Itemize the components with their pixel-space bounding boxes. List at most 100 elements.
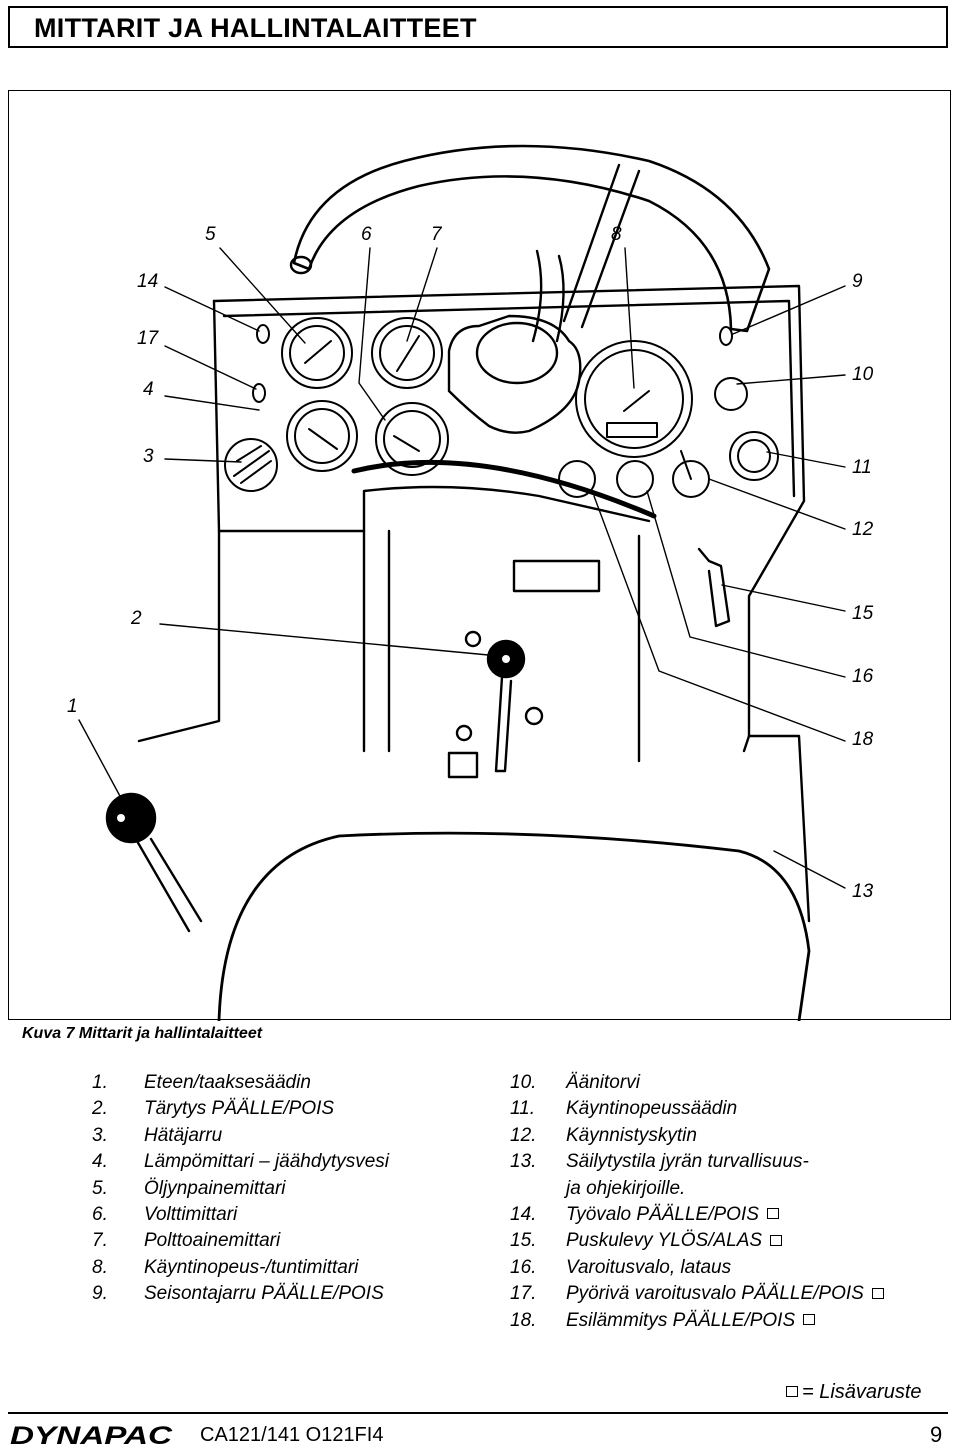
legend-number: 4.	[92, 1151, 108, 1173]
legend-text: Säilytystila jyrän turvallisuus-	[566, 1151, 809, 1173]
callout-1: 1	[67, 696, 78, 717]
legend-label: Käynnistyskytin	[566, 1124, 697, 1146]
legend-text: Puskulevy YLÖS/ALAS	[566, 1230, 783, 1252]
callout-6: 6	[361, 224, 372, 245]
optional-equipment-note: = Lisävaruste	[786, 1381, 922, 1404]
legend-label: Tärytys PÄÄLLE/POIS	[144, 1098, 335, 1120]
callout-3: 3	[143, 446, 154, 467]
model-code: CA121/141 O121FI4	[200, 1424, 384, 1446]
legend-number: 1.	[92, 1072, 108, 1093]
optional-square-icon	[770, 1234, 783, 1246]
legend-label: Hätäjarru	[144, 1124, 223, 1146]
legend-text: Volttimittari	[144, 1204, 237, 1226]
legend-text: Pyörivä varoitusvalo PÄÄLLE/POIS	[566, 1283, 884, 1305]
legend-text: Varoitusvalo, lataus	[566, 1257, 731, 1279]
callout-13: 13	[852, 881, 874, 902]
page-title: MITTARIT JA HALLINTALAITTEET	[34, 13, 477, 43]
legend-label: Polttoainemittari	[144, 1230, 281, 1252]
optional-square-icon	[766, 1208, 779, 1220]
legend-item: 15. Puskulevy YLÖS/ALAS	[510, 1230, 950, 1256]
legend-item: ja ohjekirjoille.	[510, 1178, 950, 1204]
legend-item: 9. Seisontajarru PÄÄLLE/POIS	[92, 1283, 472, 1309]
callout-18: 18	[852, 729, 874, 750]
legend-text: Käynnistyskytin	[566, 1125, 697, 1147]
legend-number: 7.	[92, 1230, 108, 1252]
legend-item: 14. Työvalo PÄÄLLE/POIS	[510, 1204, 950, 1230]
legend-text: Öljynpainemittari	[144, 1178, 286, 1200]
legend-label: Lämpömittari – jäähdytysvesi	[144, 1151, 389, 1173]
legend-item: 13. Säilytystila jyrän turvallisuus-	[510, 1151, 950, 1177]
optional-square-icon	[803, 1314, 816, 1325]
legend-label: Volttimittari	[144, 1203, 238, 1225]
legend-text: Seisontajarru PÄÄLLE/POIS	[144, 1283, 384, 1305]
callout-7: 7	[431, 224, 442, 245]
callout-4: 4	[143, 379, 154, 400]
callout-2: 2	[131, 608, 142, 629]
figure-frame: 5 6 7 8 14 9 17 10 4 3 11 12 2 15 16 1 1…	[8, 90, 951, 1021]
legend-item: 5. Öljynpainemittari	[92, 1178, 472, 1204]
legend-item: 3. Hätäjarru	[92, 1125, 472, 1151]
callout-5: 5	[205, 224, 216, 245]
dynapac-logo: DYNAPAC	[10, 1422, 173, 1448]
legend-item: 18. Esilämmitys PÄÄLLE/POIS	[510, 1310, 950, 1336]
legend-number: 18.	[510, 1309, 537, 1331]
legend-label: Säilytystila jyrän turvallisuus-	[566, 1151, 809, 1173]
legend-number: 9.	[92, 1283, 108, 1305]
legend-label: Äänitorvi	[566, 1072, 640, 1093]
figure-caption: Kuva 7 Mittarit ja hallintalaitteet	[22, 1025, 262, 1043]
legend-number: 17.	[510, 1283, 537, 1305]
legend-item: 10. Äänitorvi	[510, 1072, 950, 1098]
page-number: 9	[930, 1422, 943, 1447]
legend-label: ja ohjekirjoille.	[566, 1177, 686, 1199]
legend-item: 6. Volttimittari	[92, 1204, 472, 1230]
legend-text: Työvalo PÄÄLLE/POIS	[566, 1204, 779, 1226]
legend-item: 16. Varoitusvalo, lataus	[510, 1257, 950, 1283]
legend-number: 11.	[510, 1098, 536, 1120]
caption-text: Kuva 7 Mittarit ja hallintalaitteet	[22, 1025, 263, 1042]
legend-number: 12.	[510, 1124, 537, 1146]
callout-16: 16	[852, 666, 874, 687]
legend-text: Tärytys PÄÄLLE/POIS	[144, 1098, 334, 1120]
legend-item: 7. Polttoainemittari	[92, 1230, 472, 1256]
legend-text: Hätäjarru	[144, 1125, 222, 1147]
legend-number: 14.	[510, 1203, 537, 1225]
title-box: MITTARIT JA HALLINTALAITTEET	[8, 6, 948, 48]
legend-text: Polttoainemittari	[144, 1230, 280, 1252]
legend-text: Eteen/taaksesäädin	[144, 1072, 311, 1094]
callout-15: 15	[852, 603, 874, 624]
callout-10: 10	[852, 364, 874, 385]
legend-number: 16.	[510, 1256, 537, 1278]
optional-square-icon	[786, 1386, 798, 1398]
legend-label: Eteen/taaksesäädin	[144, 1072, 311, 1093]
legend-left: 1. Eteen/taaksesäädin 2. Tärytys PÄÄLLE/POI…	[92, 1072, 472, 1310]
legend-number: 2.	[92, 1098, 108, 1120]
callout-12: 12	[852, 519, 874, 540]
callout-8: 8	[611, 224, 622, 245]
legend-text: Käyntinopeus-/tuntimittari	[144, 1257, 358, 1279]
legend-text: ja ohjekirjoille.	[566, 1178, 685, 1200]
legend-item: 17. Pyörivä varoitusvalo PÄÄLLE/POIS	[510, 1283, 950, 1309]
dashboard-illustration	[78, 144, 846, 1021]
legend-number: 13.	[510, 1151, 537, 1173]
legend-text: Esilämmitys PÄÄLLE/POIS	[566, 1309, 816, 1332]
legend-number: 10.	[510, 1072, 537, 1093]
callout-9: 9	[852, 271, 863, 292]
callout-17: 17	[137, 328, 159, 349]
legend-item: 4. Lämpömittari – jäähdytysvesi	[92, 1151, 472, 1177]
callout-11: 11	[852, 457, 872, 478]
legend-item: 12. Käynnistyskytin	[510, 1125, 950, 1151]
legend-number: 15.	[510, 1230, 537, 1252]
legend-label: Käyntinopeus-/tuntimittari	[144, 1256, 359, 1278]
legend-item: 1. Eteen/taaksesäädin	[92, 1072, 472, 1098]
legend-label: Öljynpainemittari	[144, 1177, 286, 1199]
legend-label: Esilämmitys PÄÄLLE/POIS	[566, 1309, 796, 1331]
legend-label: Pyörivä varoitusvalo PÄÄLLE/POIS	[566, 1283, 864, 1305]
legend-text: Lämpömittari – jäähdytysvesi	[144, 1151, 389, 1173]
legend-number: 3.	[92, 1124, 108, 1146]
legend-label: Seisontajarru PÄÄLLE/POIS	[144, 1283, 384, 1305]
legend-item: 2. Tärytys PÄÄLLE/POIS	[92, 1098, 472, 1124]
legend-number: 8.	[92, 1256, 108, 1278]
legend-number: 6.	[92, 1203, 108, 1225]
legend-number: 5.	[92, 1177, 108, 1199]
